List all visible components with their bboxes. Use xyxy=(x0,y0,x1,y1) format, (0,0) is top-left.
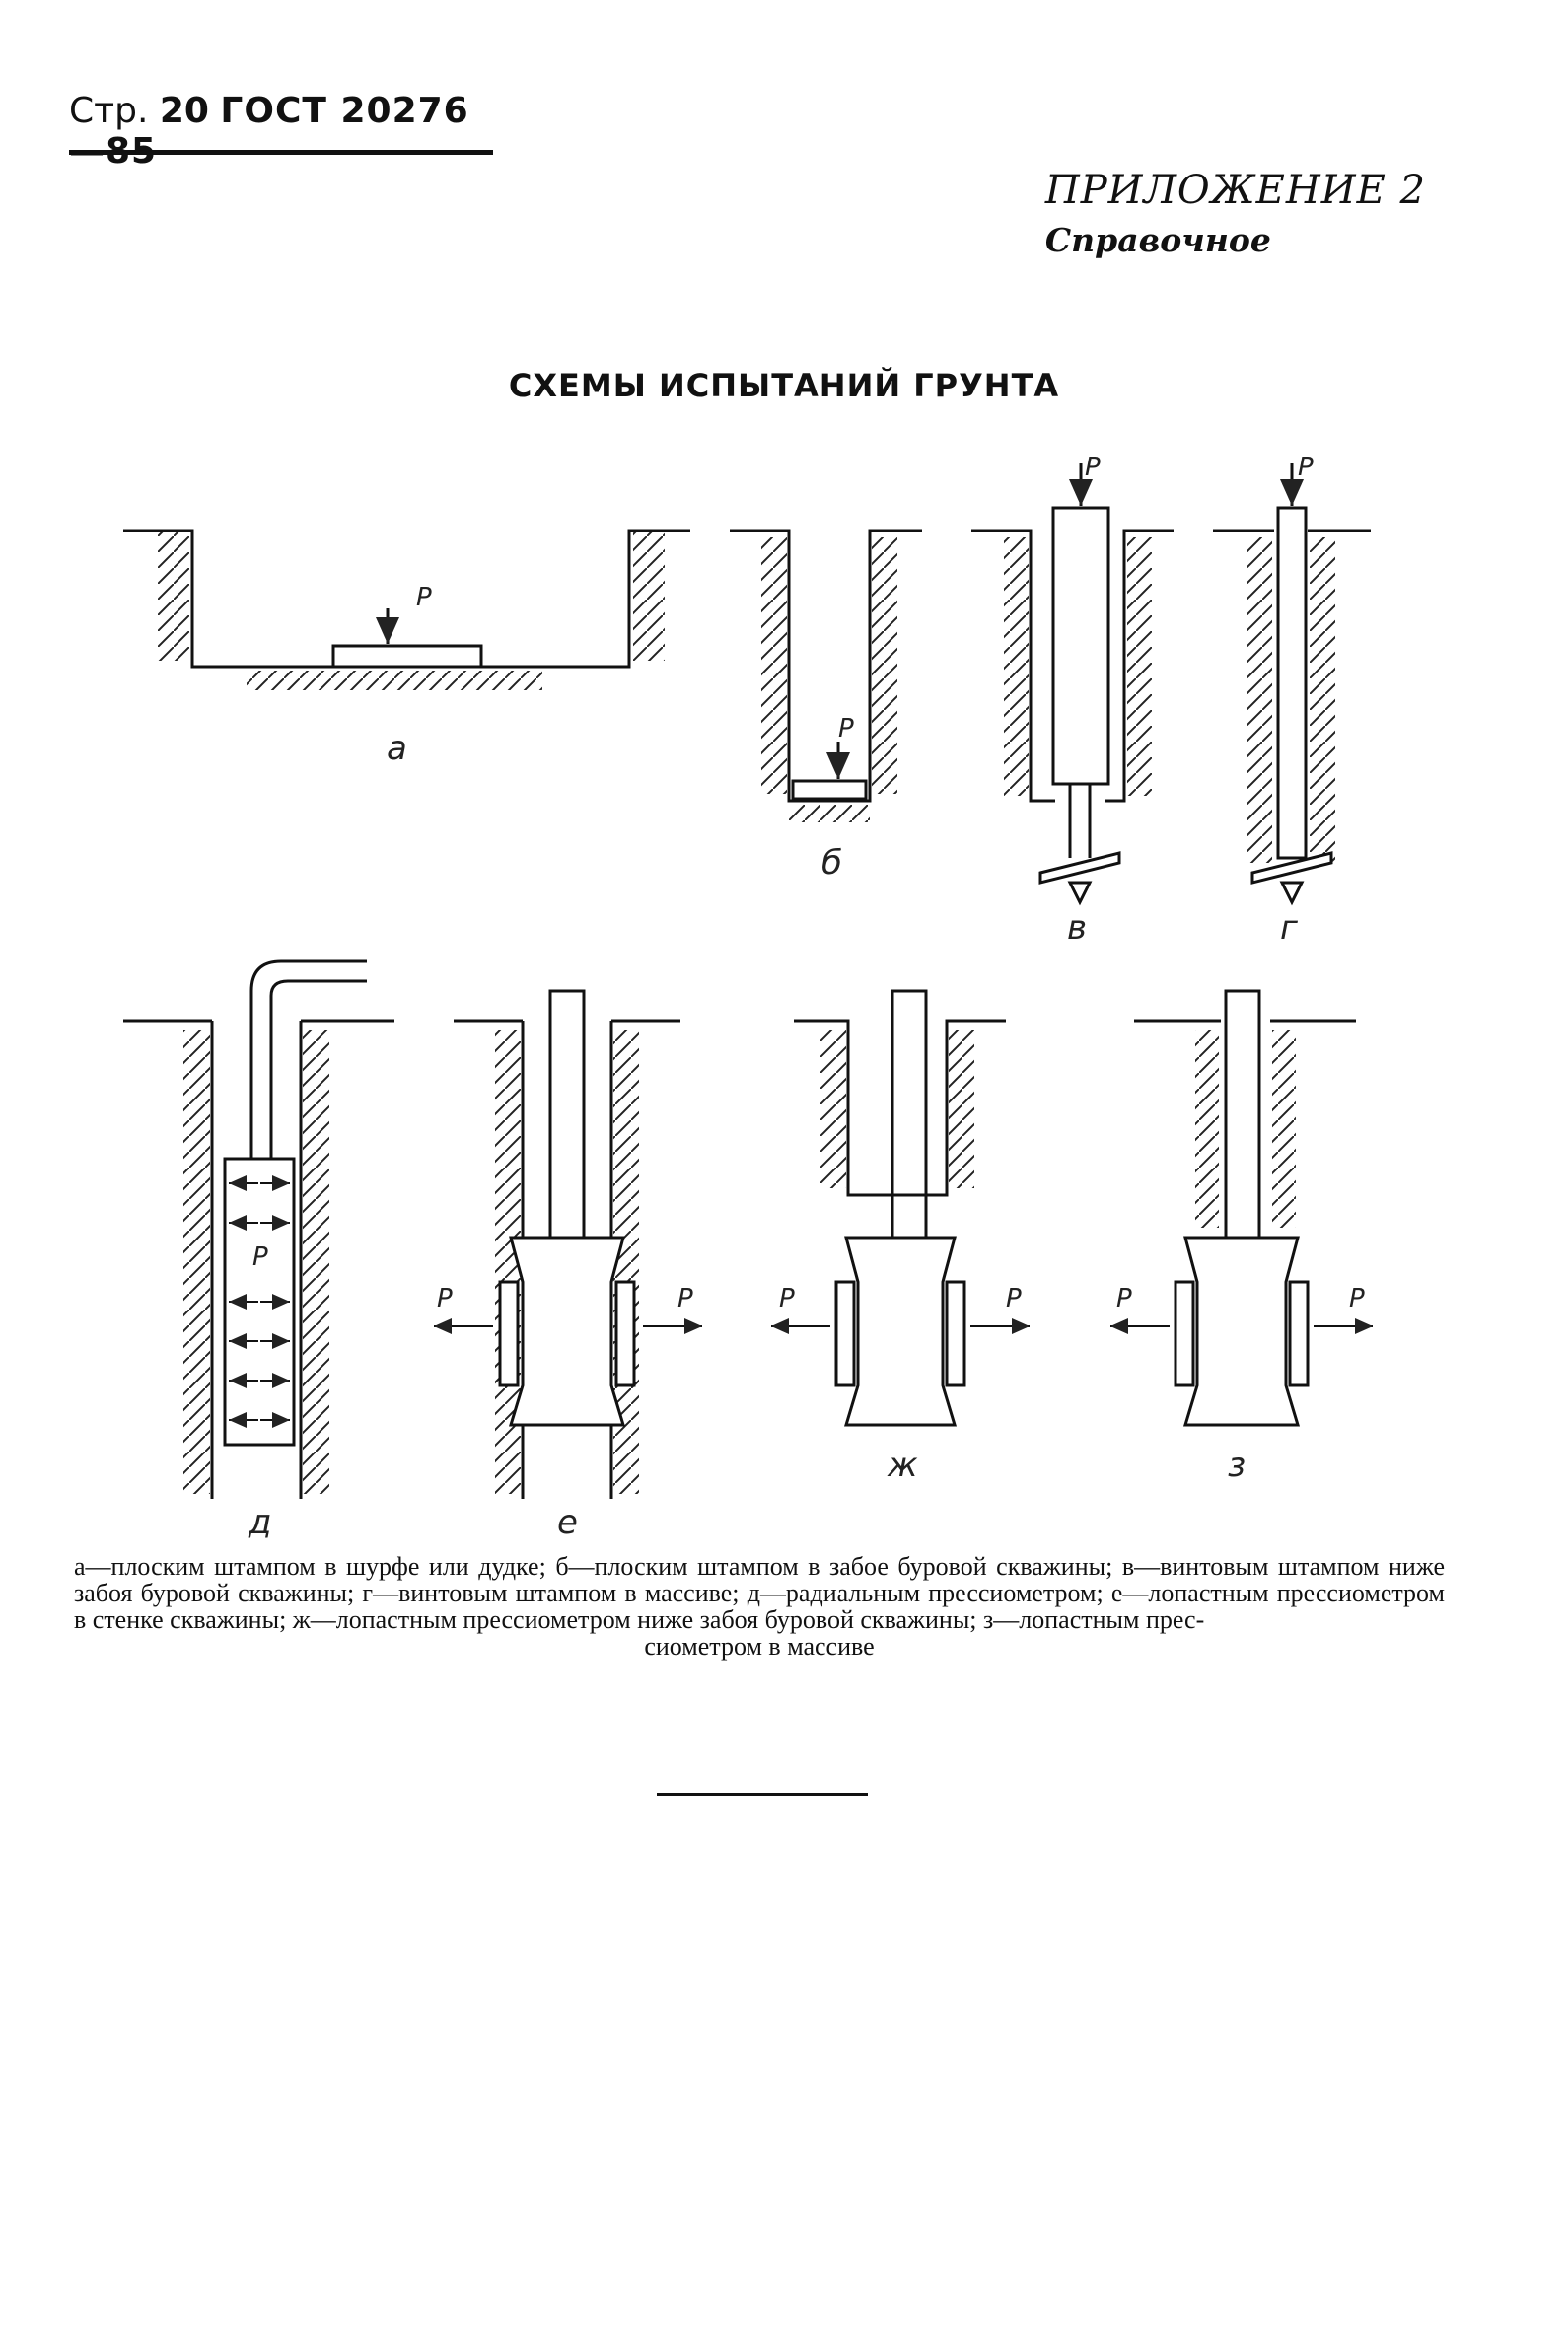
figure-g xyxy=(1213,463,1371,906)
page-title: СХЕМЫ ИСПЫТАНИЙ ГРУНТА xyxy=(508,367,1060,404)
load-label-zh-left: P xyxy=(779,1284,795,1313)
page-header: Стр. 20 ГОСТ 20276—85 xyxy=(69,91,493,172)
load-label-a: P xyxy=(416,583,432,612)
figure-zh xyxy=(794,989,1006,1427)
load-label-v: P xyxy=(1085,453,1101,482)
figure-label-z: з xyxy=(1228,1446,1246,1485)
appendix-subtitle: Справочное xyxy=(1044,221,1271,259)
load-label-zh-right: P xyxy=(1006,1284,1022,1313)
load-label-z-right: P xyxy=(1349,1284,1365,1313)
closing-rule xyxy=(657,1793,868,1796)
caption-last-line: сиометром в массиве xyxy=(644,1632,875,1661)
radial-pressure-arrows xyxy=(229,1175,290,1428)
figure-z xyxy=(1134,989,1356,1427)
standard-code: ГОСТ 20276—85 xyxy=(69,91,469,172)
figure-label-v: в xyxy=(1067,908,1087,948)
figure-d xyxy=(123,959,394,1499)
load-label-e-right: P xyxy=(677,1284,693,1313)
load-label-b: P xyxy=(838,714,854,744)
figure-v xyxy=(971,463,1174,906)
figure-b xyxy=(730,529,922,822)
page-number: 20 xyxy=(159,91,209,131)
figure-label-e: е xyxy=(557,1503,578,1538)
appendix-title: ПРИЛОЖЕНИЕ 2 xyxy=(1044,168,1426,213)
caption-body: а—плоским штампом в шурфе или дудке; б—п… xyxy=(74,1552,1445,1634)
appendix-block: ПРИЛОЖЕНИЕ 2 Справочное xyxy=(1045,168,1426,259)
soil-test-diagrams: P P P P P P P P P P P а б в г д е ж з xyxy=(123,453,1373,1538)
figure-label-g: г xyxy=(1280,908,1299,948)
page-prefix: Стр. xyxy=(69,91,149,131)
figure-label-b: б xyxy=(821,843,842,883)
figure-label-zh: ж xyxy=(887,1446,918,1485)
figure-e xyxy=(454,989,680,1499)
figure-caption: а—плоским штампом в шурфе или дудке; б—п… xyxy=(74,1553,1445,1660)
figure-label-a: а xyxy=(387,729,407,768)
figure-label-d: д xyxy=(248,1503,272,1538)
load-label-d: P xyxy=(252,1242,268,1272)
load-label-g: P xyxy=(1298,453,1314,482)
load-label-e-left: P xyxy=(437,1284,453,1313)
load-label-z-left: P xyxy=(1116,1284,1132,1313)
figure-a xyxy=(123,529,690,690)
